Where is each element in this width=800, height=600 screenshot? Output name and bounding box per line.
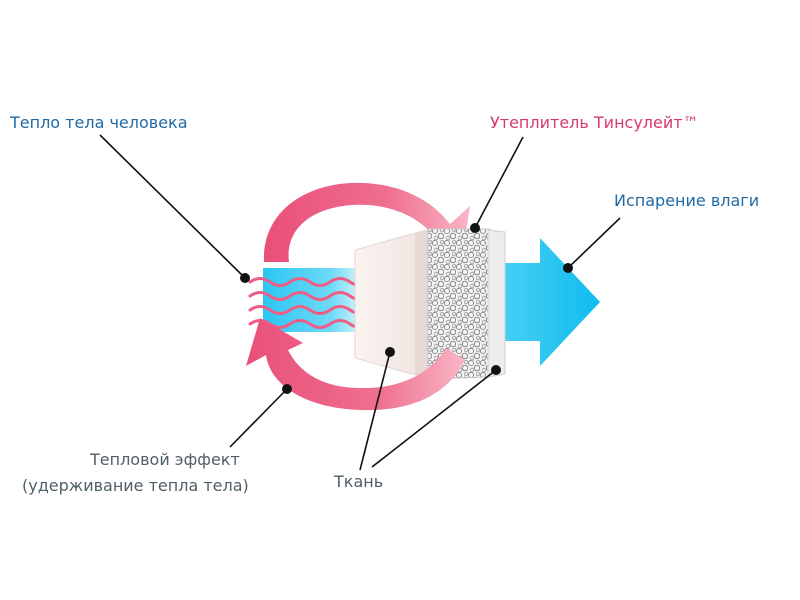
heat-retention-lower-arc-icon	[246, 318, 465, 411]
pointer-lines	[99, 134, 621, 471]
label-insulation: Утеплитель Тинсулейт™	[490, 113, 699, 132]
pointer-dots	[240, 223, 573, 394]
insulation-layer	[427, 228, 506, 380]
label-fabric: Ткань	[334, 472, 384, 491]
fabric-layer	[354, 229, 430, 379]
label-thermal-effect: Тепловой эффект	[90, 450, 240, 469]
label-body-heat: Тепло тела человека	[10, 113, 188, 132]
label-moisture: Испарение влаги	[614, 191, 760, 210]
label-thermal-effect-note: (удерживание тепла тела)	[22, 476, 249, 495]
